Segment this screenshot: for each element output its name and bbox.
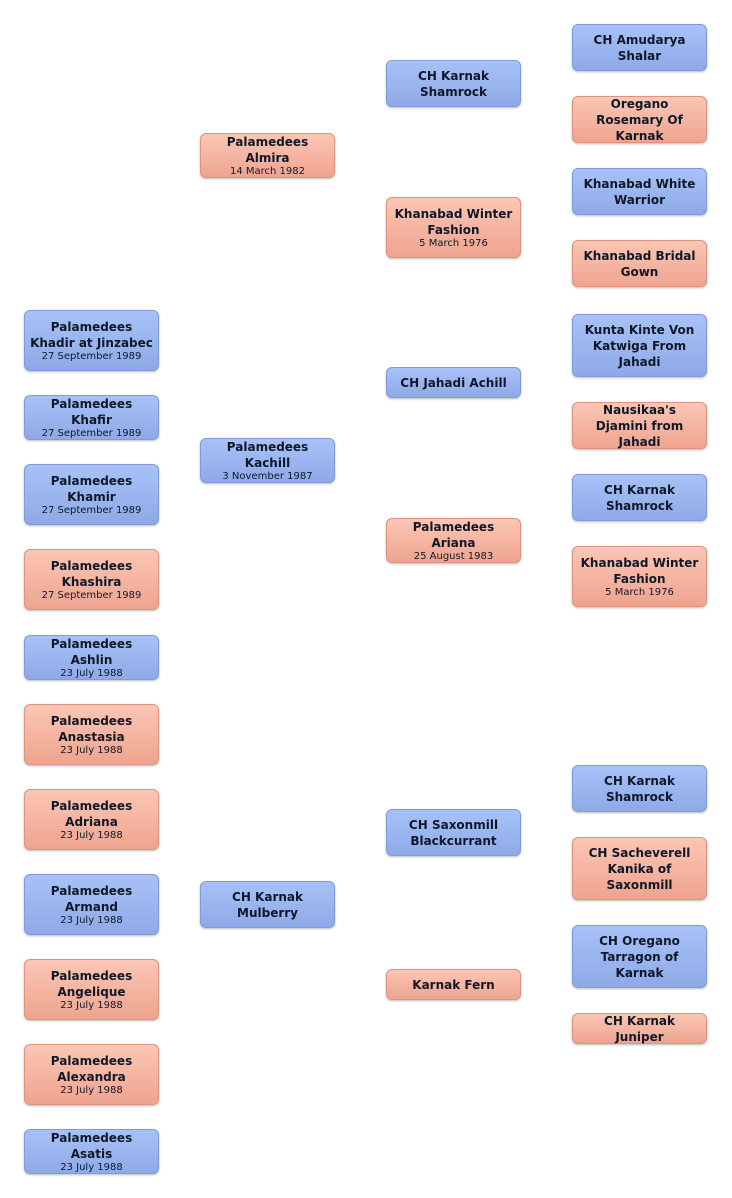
pedigree-node[interactable]: CH Jahadi Achill — [386, 367, 521, 398]
node-date: 23 July 1988 — [60, 829, 123, 841]
node-name: Karnak Fern — [412, 977, 495, 992]
node-name: CH Amudarya Shalar — [593, 32, 686, 63]
node-name: Palamedees Khashira — [50, 558, 133, 589]
pedigree-node[interactable]: Palamedees Ariana 25 August 1983 — [386, 518, 521, 563]
node-date: 5 March 1976 — [605, 586, 674, 598]
pedigree-node[interactable]: CH Karnak Shamrock — [572, 765, 707, 812]
node-name: Palamedees Adriana — [50, 798, 133, 829]
node-name: CH Karnak Shamrock — [604, 773, 675, 804]
node-date: 23 July 1988 — [60, 1084, 123, 1096]
pedigree-node[interactable]: Nausikaa's Djamini from Jahadi — [572, 402, 707, 449]
node-name: Kunta Kinte Von Katwiga From Jahadi — [584, 322, 695, 369]
node-date: 23 July 1988 — [60, 667, 123, 679]
node-name: Nausikaa's Djamini from Jahadi — [595, 402, 684, 449]
node-name: Palamedees Kachill — [226, 439, 309, 470]
pedigree-node[interactable]: Palamedees Khashira 27 September 1989 — [24, 549, 159, 610]
pedigree-node[interactable]: Kunta Kinte Von Katwiga From Jahadi — [572, 314, 707, 377]
node-date: 23 July 1988 — [60, 1161, 123, 1173]
node-name: CH Karnak Mulberry — [232, 889, 303, 920]
pedigree-node[interactable]: Karnak Fern — [386, 969, 521, 1000]
node-date: 23 July 1988 — [60, 999, 123, 1011]
node-name: Khanabad Bridal Gown — [583, 248, 696, 279]
pedigree-node[interactable]: Palamedees Angelique 23 July 1988 — [24, 959, 159, 1020]
pedigree-node[interactable]: Palamedees Almira 14 March 1982 — [200, 133, 335, 178]
node-name: CH Karnak Shamrock — [604, 482, 675, 513]
node-name: Palamedees Almira — [226, 134, 309, 165]
node-name: Palamedees Ariana — [412, 519, 495, 550]
pedigree-node[interactable]: CH Karnak Juniper — [572, 1013, 707, 1044]
node-date: 23 July 1988 — [60, 914, 123, 926]
node-name: Palamedees Ashlin — [50, 636, 133, 667]
node-date: 3 November 1987 — [222, 470, 313, 482]
pedigree-node[interactable]: Khanabad Winter Fashion 5 March 1976 — [386, 197, 521, 258]
node-name: Oregano Rosemary Of Karnak — [596, 96, 683, 143]
node-name: CH Sacheverell Kanika of Saxonmill — [588, 845, 691, 892]
pedigree-node[interactable]: CH Oregano Tarragon of Karnak — [572, 925, 707, 988]
pedigree-node[interactable]: Khanabad Winter Fashion 5 March 1976 — [572, 546, 707, 607]
node-name: Khanabad Winter Fashion — [580, 555, 699, 586]
node-name: Palamedees Angelique — [50, 968, 133, 999]
pedigree-node[interactable]: Palamedees Khadir at Jinzabec 27 Septemb… — [24, 310, 159, 371]
node-name: Palamedees Armand — [50, 883, 133, 914]
pedigree-node[interactable]: Palamedees Armand 23 July 1988 — [24, 874, 159, 935]
pedigree-node[interactable]: CH Saxonmill Blackcurrant — [386, 809, 521, 856]
node-name: Palamedees Khamir — [50, 473, 133, 504]
pedigree-node[interactable]: CH Karnak Mulberry — [200, 881, 335, 928]
node-name: CH Karnak Shamrock — [418, 68, 489, 99]
pedigree-node[interactable]: Palamedees Ashlin 23 July 1988 — [24, 635, 159, 680]
pedigree-node[interactable]: CH Sacheverell Kanika of Saxonmill — [572, 837, 707, 900]
pedigree-node[interactable]: Palamedees Kachill 3 November 1987 — [200, 438, 335, 483]
node-name: Palamedees Anastasia — [50, 713, 133, 744]
pedigree-node[interactable]: CH Karnak Shamrock — [386, 60, 521, 107]
node-date: 14 March 1982 — [229, 165, 305, 177]
node-name: CH Karnak Juniper — [604, 1013, 675, 1044]
pedigree-node[interactable]: Palamedees Alexandra 23 July 1988 — [24, 1044, 159, 1105]
pedigree-node[interactable]: Palamedees Anastasia 23 July 1988 — [24, 704, 159, 765]
node-date: 25 August 1983 — [413, 550, 494, 562]
pedigree-node[interactable]: Khanabad White Warrior — [572, 168, 707, 215]
pedigree-node[interactable]: CH Karnak Shamrock — [572, 474, 707, 521]
node-date: 27 September 1989 — [41, 504, 142, 516]
node-name: Palamedees Asatis — [50, 1130, 133, 1161]
pedigree-node[interactable]: Khanabad Bridal Gown — [572, 240, 707, 287]
node-date: 5 March 1976 — [419, 237, 488, 249]
pedigree-node[interactable]: Palamedees Asatis 23 July 1988 — [24, 1129, 159, 1174]
pedigree-node[interactable]: Palamedees Adriana 23 July 1988 — [24, 789, 159, 850]
pedigree-node[interactable]: Palamedees Khafir 27 September 1989 — [24, 395, 159, 440]
node-name: Palamedees Khadir at Jinzabec — [30, 319, 153, 350]
node-name: Palamedees Alexandra — [50, 1053, 133, 1084]
pedigree-node[interactable]: Oregano Rosemary Of Karnak — [572, 96, 707, 143]
pedigree-node[interactable]: CH Amudarya Shalar — [572, 24, 707, 71]
node-name: CH Oregano Tarragon of Karnak — [599, 933, 680, 980]
pedigree-node[interactable]: Palamedees Khamir 27 September 1989 — [24, 464, 159, 525]
node-date: 23 July 1988 — [60, 744, 123, 756]
node-date: 27 September 1989 — [41, 427, 142, 439]
node-date: 27 September 1989 — [41, 350, 142, 362]
node-name: Palamedees Khafir — [50, 396, 133, 427]
node-name: Khanabad White Warrior — [583, 176, 696, 207]
node-name: CH Jahadi Achill — [400, 375, 507, 390]
node-date: 27 September 1989 — [41, 589, 142, 601]
node-name: Khanabad Winter Fashion — [394, 206, 513, 237]
node-name: CH Saxonmill Blackcurrant — [408, 817, 499, 848]
